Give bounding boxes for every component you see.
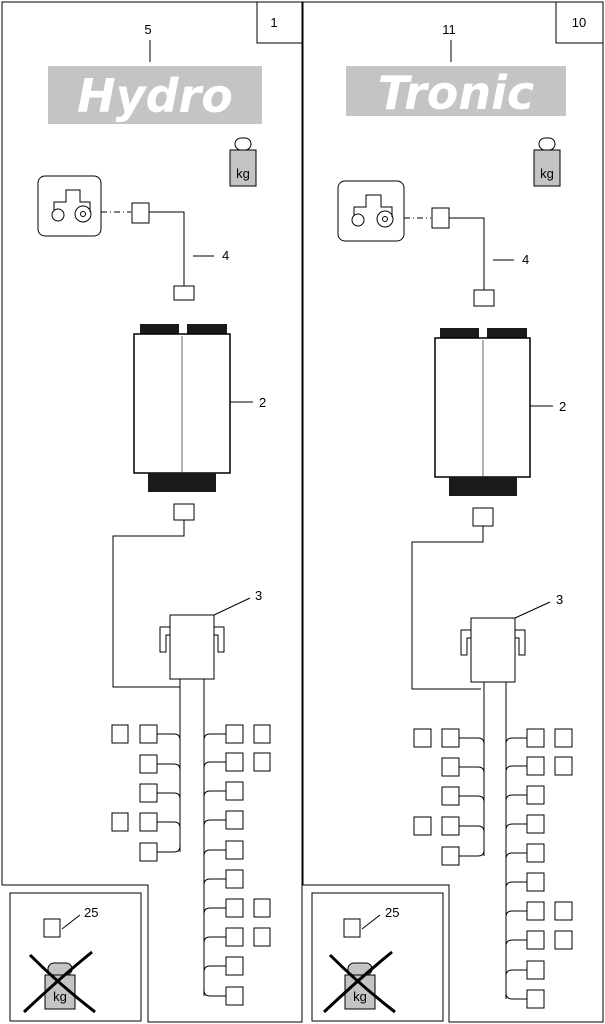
cable-4 (149, 211, 185, 288)
leader-hub (514, 601, 551, 619)
callout-hub: 3 (556, 592, 563, 607)
callout-unit: 2 (259, 395, 266, 410)
logo-text: Hydro (77, 69, 233, 123)
leader-accessory (361, 914, 381, 930)
sensor-boxes (111, 724, 271, 1006)
tractor-icon (337, 180, 405, 242)
crossed-weight-icon: kg (322, 950, 396, 1014)
svg-text:kg: kg (353, 989, 367, 1004)
svg-text:kg: kg (540, 166, 554, 181)
callout-logo: 11 (442, 22, 456, 37)
weight-icon: kg (533, 137, 561, 187)
callout-accessory: 25 (84, 905, 98, 920)
logo-band (48, 66, 262, 124)
control-unit (133, 324, 231, 492)
accessory-box (9, 892, 142, 1022)
callout-unit: 2 (559, 399, 566, 414)
panel-tronic: 10 11 Tronic kg 4 2 (302, 1, 604, 1023)
accessory-part (43, 918, 61, 938)
callout-accessory: 25 (385, 905, 399, 920)
callout-cable: 4 (522, 252, 529, 267)
connector-lower (472, 507, 494, 527)
weight-icon: kg (229, 137, 257, 187)
cable-lower (112, 520, 185, 688)
sensor-tree (157, 679, 226, 997)
panel-hydro: 1 5 Hydro kg 4 (1, 1, 303, 1023)
callout-logo: 5 (144, 22, 151, 37)
cable-lower (411, 526, 484, 690)
page-number-box (555, 2, 603, 44)
leader-accessory (61, 914, 81, 930)
connector-plug (473, 289, 495, 307)
panel-frame (302, 1, 604, 1023)
crossed-weight-icon: kg (22, 950, 96, 1014)
logo-band (346, 66, 566, 116)
sensor-boxes (413, 728, 573, 1009)
logo-text: Tronic (378, 66, 534, 120)
tractor-icon (37, 175, 102, 237)
page-number: 1 (270, 15, 277, 30)
callout-cable: 4 (222, 248, 229, 263)
leader-hub (213, 597, 251, 616)
control-unit (434, 328, 531, 496)
svg-text:kg: kg (53, 989, 67, 1004)
callout-hub: 3 (255, 588, 262, 603)
page-number-box (256, 2, 302, 44)
junction-hub (460, 617, 526, 683)
connector-plug (173, 285, 195, 301)
panel-frame (1, 1, 303, 1023)
connector-top (431, 207, 450, 229)
junction-hub (159, 614, 225, 680)
page-number: 10 (572, 15, 586, 30)
cable-4 (449, 217, 485, 292)
sensor-tree (459, 682, 527, 1000)
connector-lower (173, 503, 195, 521)
accessory-box (311, 892, 444, 1022)
connector-top (131, 202, 150, 224)
accessory-part (343, 918, 361, 938)
svg-text:kg: kg (236, 166, 250, 181)
